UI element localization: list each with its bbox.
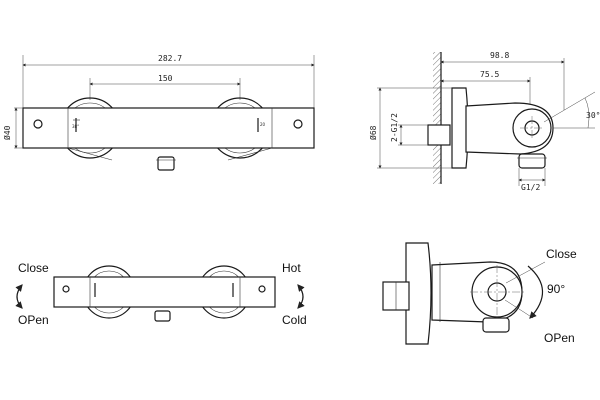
inner-depth-dimension: 75.5 [480,70,499,79]
rotation-arc-icon [527,265,544,319]
angle-dimension: 30° [586,111,600,120]
wall-hatch [433,52,441,184]
overall-width-dimension: 282.7 [158,54,182,63]
front-view-operation: Close OPen Hot Cold [15,261,307,327]
front-view-dimensioned: 282.7 150 38° 20 Ø40 [2,54,315,171]
side-view-operation: Close 90° OPen [382,242,577,345]
rotate-arrow-right-icon [297,284,305,309]
rotate-arrow-left-icon [15,284,23,309]
open-label-right: OPen [544,331,575,345]
outlet-spout [157,156,175,171]
hot-label: Hot [282,261,301,275]
outlet-spout-small [154,310,171,322]
right-end-cap [293,119,303,129]
wall-flange-small [405,242,432,345]
valve-body [22,107,315,149]
inlet-connector [427,124,451,146]
left-end-cap [33,119,43,129]
height-dimension: Ø40 [2,125,12,140]
depth-dimension: 98.8 [490,51,509,60]
outlet-connector-side [518,153,546,169]
cold-label: Cold [282,313,307,327]
outlet-thread-dimension: G1/2 [521,183,540,192]
outlet-connector-small [482,317,510,333]
right-knob-scale: 20 [260,122,266,127]
inlet-thread-dimension: 2-G1/2 [390,113,399,142]
flange-diameter-dimension: Ø68 [368,125,378,140]
left-knob-scale: 38° [72,124,79,129]
close-label-left: Close [18,261,49,275]
rotation-angle: 90° [547,282,565,296]
close-label-right: Close [546,247,577,261]
valve-body-small [53,276,276,308]
open-label-left: OPen [18,313,49,327]
side-view-dimensioned: 98.8 75.5 Ø68 2-G1/2 G1/2 [368,51,600,192]
center-distance-dimension: 150 [158,74,173,83]
